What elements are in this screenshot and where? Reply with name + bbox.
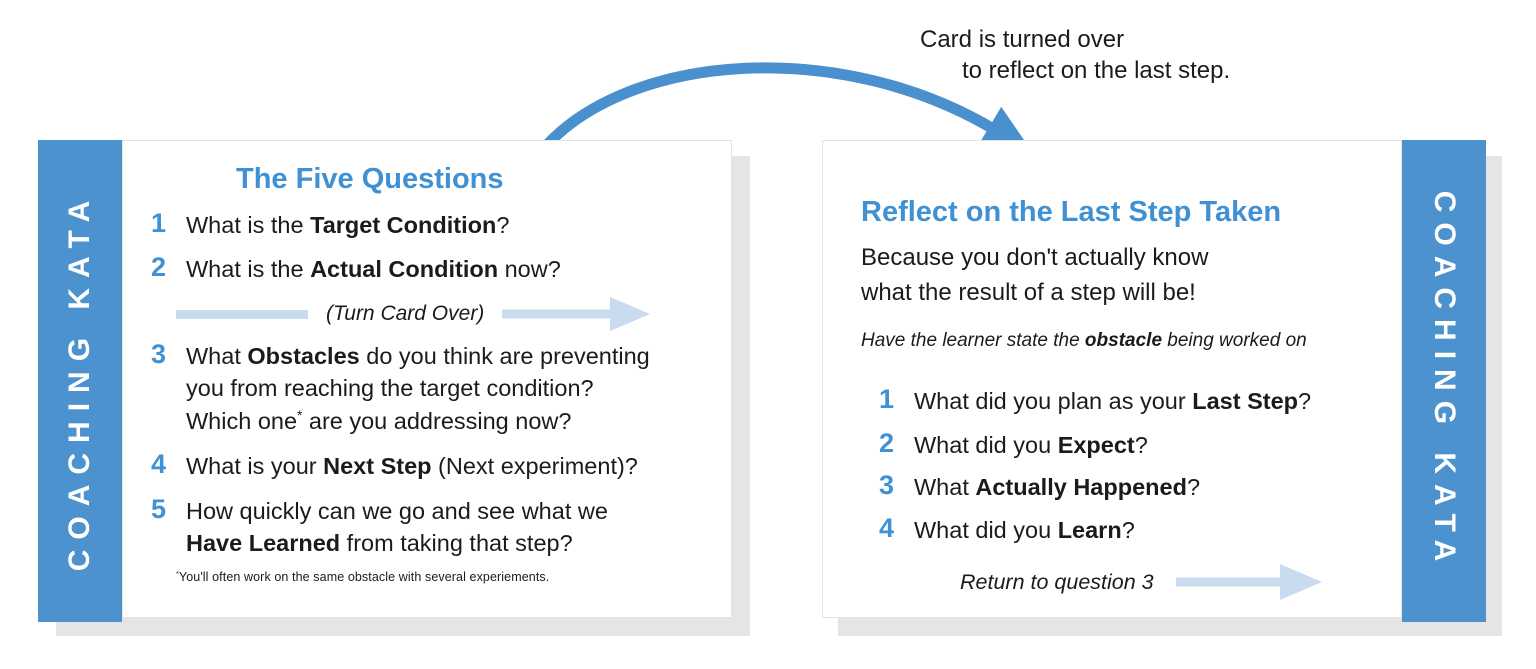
turn-over-arrow-icon	[502, 297, 651, 331]
annotation-line-2: to reflect on the last step.	[962, 57, 1231, 84]
reflect-item-2: 2 What did you Expect?	[879, 427, 1148, 461]
return-label: Return to question 3	[960, 569, 1154, 594]
question-number: 4	[879, 513, 895, 543]
left-coaching-kata-band: COACHING KATA	[38, 140, 122, 622]
question-item-2: 2 What is the Actual Condition now?	[151, 251, 561, 285]
question-text: What did you Learn?	[914, 517, 1135, 543]
question-number: 3	[879, 470, 895, 500]
reflect-item-1: 1 What did you plan as your Last Step?	[879, 383, 1311, 417]
question-number: 4	[151, 449, 167, 479]
question-text: What Obstacles do you think are preventi…	[186, 343, 650, 434]
question-number: 1	[151, 208, 167, 238]
question-number: 1	[879, 384, 895, 414]
annotation-line-1: Card is turned over	[920, 26, 1125, 53]
left-card-title: The Five Questions	[236, 163, 504, 195]
return-arrow-icon	[1175, 564, 1322, 600]
return-to-question-row: Return to question 3	[960, 561, 1324, 603]
question-text: What is your Next Step (Next experiment)…	[186, 453, 638, 479]
question-number: 3	[151, 339, 167, 369]
reflect-item-3: 3 What Actually Happened?	[879, 469, 1200, 503]
turn-over-left-bar	[176, 309, 308, 319]
five-questions-card: The Five Questions 1 What is the Target …	[122, 140, 732, 618]
learner-obstacle-hint: Have the learner state the obstacle bein…	[861, 330, 1307, 351]
turn-card-over-row: (Turn Card Over)	[176, 294, 652, 334]
right-coaching-kata-band: COACHING KATA	[1402, 140, 1486, 622]
turn-over-label: (Turn Card Over)	[326, 302, 485, 325]
question-text: What did you Expect?	[914, 432, 1148, 458]
question-item-4: 4 What is your Next Step (Next experimen…	[151, 448, 638, 482]
question-text: What did you plan as your Last Step?	[914, 388, 1312, 414]
question-text: What is the Actual Condition now?	[186, 256, 561, 282]
question-item-1: 1 What is the Target Condition?	[151, 207, 509, 241]
reflect-card: Reflect on the Last Step Taken Because y…	[822, 140, 1402, 618]
question-text: What is the Target Condition?	[186, 212, 510, 238]
left-band-label: COACHING KATA	[63, 190, 96, 572]
question-number: 2	[151, 252, 167, 282]
reflect-item-4: 4 What did you Learn?	[879, 512, 1135, 546]
right-band-label: COACHING KATA	[1428, 190, 1461, 572]
question-item-3: 3 What Obstacles do you think are preven…	[151, 338, 650, 437]
question-text: What Actually Happened?	[914, 474, 1201, 500]
question-number: 5	[151, 494, 167, 524]
obstacle-footnote: *You'll often work on the same obstacle …	[176, 569, 550, 585]
right-card-title: Reflect on the Last Step Taken	[861, 196, 1282, 228]
card-turn-curved-arrow-icon	[540, 62, 1033, 153]
question-number: 2	[879, 428, 895, 458]
